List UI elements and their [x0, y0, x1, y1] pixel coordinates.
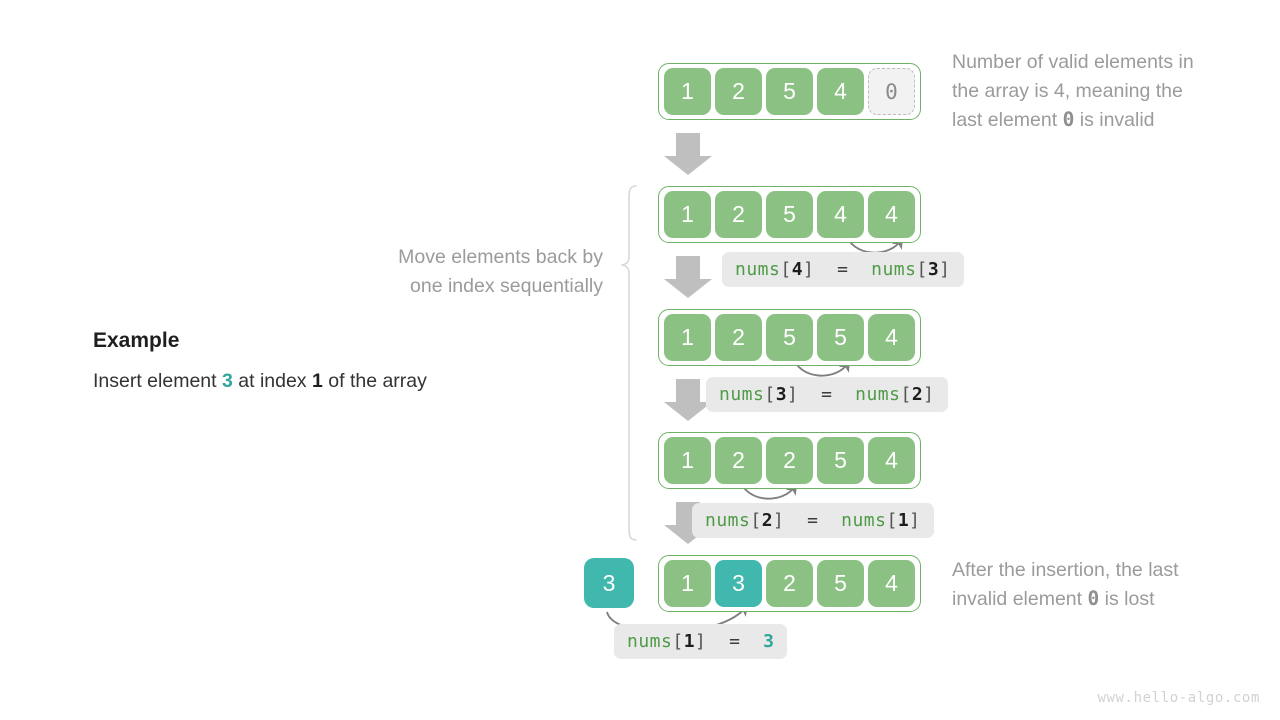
example-value: 3 — [221, 370, 233, 392]
array-row-1: 1 2 5 4 4 — [658, 186, 921, 243]
code-array-name: nums — [705, 510, 751, 531]
code-array-name: nums — [735, 259, 781, 280]
code-array-name: nums — [719, 384, 765, 405]
array-cell[interactable]: 2 — [715, 314, 762, 361]
array-cell[interactable]: 5 — [817, 314, 864, 361]
array-cell[interactable]: 4 — [868, 191, 915, 238]
side-note-line1: Move elements back by — [398, 246, 603, 268]
code-index: 1 — [683, 631, 696, 652]
annotation-top-value: 0 — [1062, 107, 1075, 131]
code-equals: = — [807, 510, 819, 531]
code-array-name: nums — [841, 510, 887, 531]
down-arrow-2 — [664, 256, 712, 298]
array-cell[interactable]: 5 — [766, 68, 813, 115]
annotation-bottom-line1: After the insertion, the last — [952, 559, 1179, 581]
annotation-bottom-line2-post: is lost — [1099, 587, 1155, 610]
array-row-0: 1 2 5 4 0 — [658, 63, 921, 120]
array-cell[interactable]: 5 — [817, 560, 864, 607]
annotation-top-line2: the array is 4, meaning the — [952, 79, 1183, 102]
array-cell[interactable]: 4 — [868, 314, 915, 361]
array-cell[interactable]: 1 — [664, 191, 711, 238]
array-container: 1 2 5 4 4 — [658, 186, 921, 243]
code-label-2: nums[3] = nums[2] — [706, 377, 948, 412]
annotation-top: Number of valid elements in the array is… — [952, 48, 1262, 135]
code-label-4: nums[1] = 3 — [614, 624, 788, 659]
code-equals: = — [729, 631, 741, 652]
array-cell[interactable]: 1 — [664, 560, 711, 607]
annotation-bottom-line2-pre: invalid element — [952, 587, 1088, 610]
example-title: Example — [93, 329, 180, 352]
example-post: of the array — [322, 370, 427, 392]
code-index: 3 — [927, 259, 940, 280]
array-cell-invalid[interactable]: 0 — [868, 68, 915, 115]
array-cell[interactable]: 5 — [766, 191, 813, 238]
code-array-name: nums — [871, 259, 917, 280]
array-row-4: 1 3 2 5 4 — [658, 555, 921, 612]
array-cell[interactable]: 5 — [766, 314, 813, 361]
watermark: www.hello-algo.com — [1097, 690, 1260, 706]
code-equals: = — [821, 384, 833, 405]
array-cell[interactable]: 2 — [715, 191, 762, 238]
down-arrow-3 — [664, 379, 712, 421]
annotation-top-line3-post: is invalid — [1074, 108, 1155, 131]
array-cell-inserted[interactable]: 3 — [715, 560, 762, 607]
code-index: 4 — [791, 259, 804, 280]
array-container: 1 3 2 5 4 — [658, 555, 921, 612]
array-cell[interactable]: 4 — [817, 191, 864, 238]
example-pre: Insert element — [93, 370, 222, 392]
array-cell[interactable]: 2 — [766, 560, 813, 607]
array-container: 1 2 5 5 4 — [658, 309, 921, 366]
annotation-top-line3: last element 0 is invalid — [952, 106, 1262, 135]
side-note-line2: one index sequentially — [410, 274, 603, 297]
code-array-name: nums — [855, 384, 901, 405]
code-equals: = — [837, 259, 849, 280]
example-mid: at index — [232, 370, 312, 392]
down-arrow-1 — [664, 133, 712, 175]
array-cell[interactable]: 4 — [817, 68, 864, 115]
code-label-3: nums[2] = nums[1] — [692, 503, 934, 538]
array-cell[interactable]: 2 — [715, 437, 762, 484]
inserted-value-box[interactable]: 3 — [584, 558, 634, 608]
side-note: Move elements back by one index sequenti… — [300, 243, 603, 301]
array-row-3: 1 2 2 5 4 — [658, 432, 921, 489]
array-cell[interactable]: 4 — [868, 437, 915, 484]
array-cell[interactable]: 2 — [715, 68, 762, 115]
array-row-2: 1 2 5 5 4 — [658, 309, 921, 366]
example-description: Insert element 3 at index 1 of the array — [93, 370, 427, 393]
code-value: 3 — [763, 631, 775, 652]
annotation-bottom-value: 0 — [1087, 586, 1100, 610]
grouping-brace — [621, 185, 637, 541]
code-label-1: nums[4] = nums[3] — [722, 252, 964, 287]
array-cell[interactable]: 4 — [868, 560, 915, 607]
array-cell[interactable]: 5 — [817, 437, 864, 484]
annotation-bottom-line2: invalid element 0 is lost — [952, 585, 1262, 614]
code-index: 2 — [911, 384, 924, 405]
code-index: 2 — [761, 510, 774, 531]
array-cell[interactable]: 2 — [766, 437, 813, 484]
array-container: 1 2 2 5 4 — [658, 432, 921, 489]
annotation-bottom: After the insertion, the last invalid el… — [952, 556, 1262, 614]
example-index: 1 — [311, 370, 323, 392]
array-container: 1 2 5 4 0 — [658, 63, 921, 120]
code-index: 3 — [775, 384, 788, 405]
code-index: 1 — [897, 510, 910, 531]
annotation-top-line1: Number of valid elements in — [952, 51, 1194, 73]
code-array-name: nums — [627, 631, 673, 652]
array-cell[interactable]: 1 — [664, 437, 711, 484]
array-cell[interactable]: 1 — [664, 314, 711, 361]
annotation-top-line3-pre: last element — [952, 108, 1063, 131]
array-cell[interactable]: 1 — [664, 68, 711, 115]
